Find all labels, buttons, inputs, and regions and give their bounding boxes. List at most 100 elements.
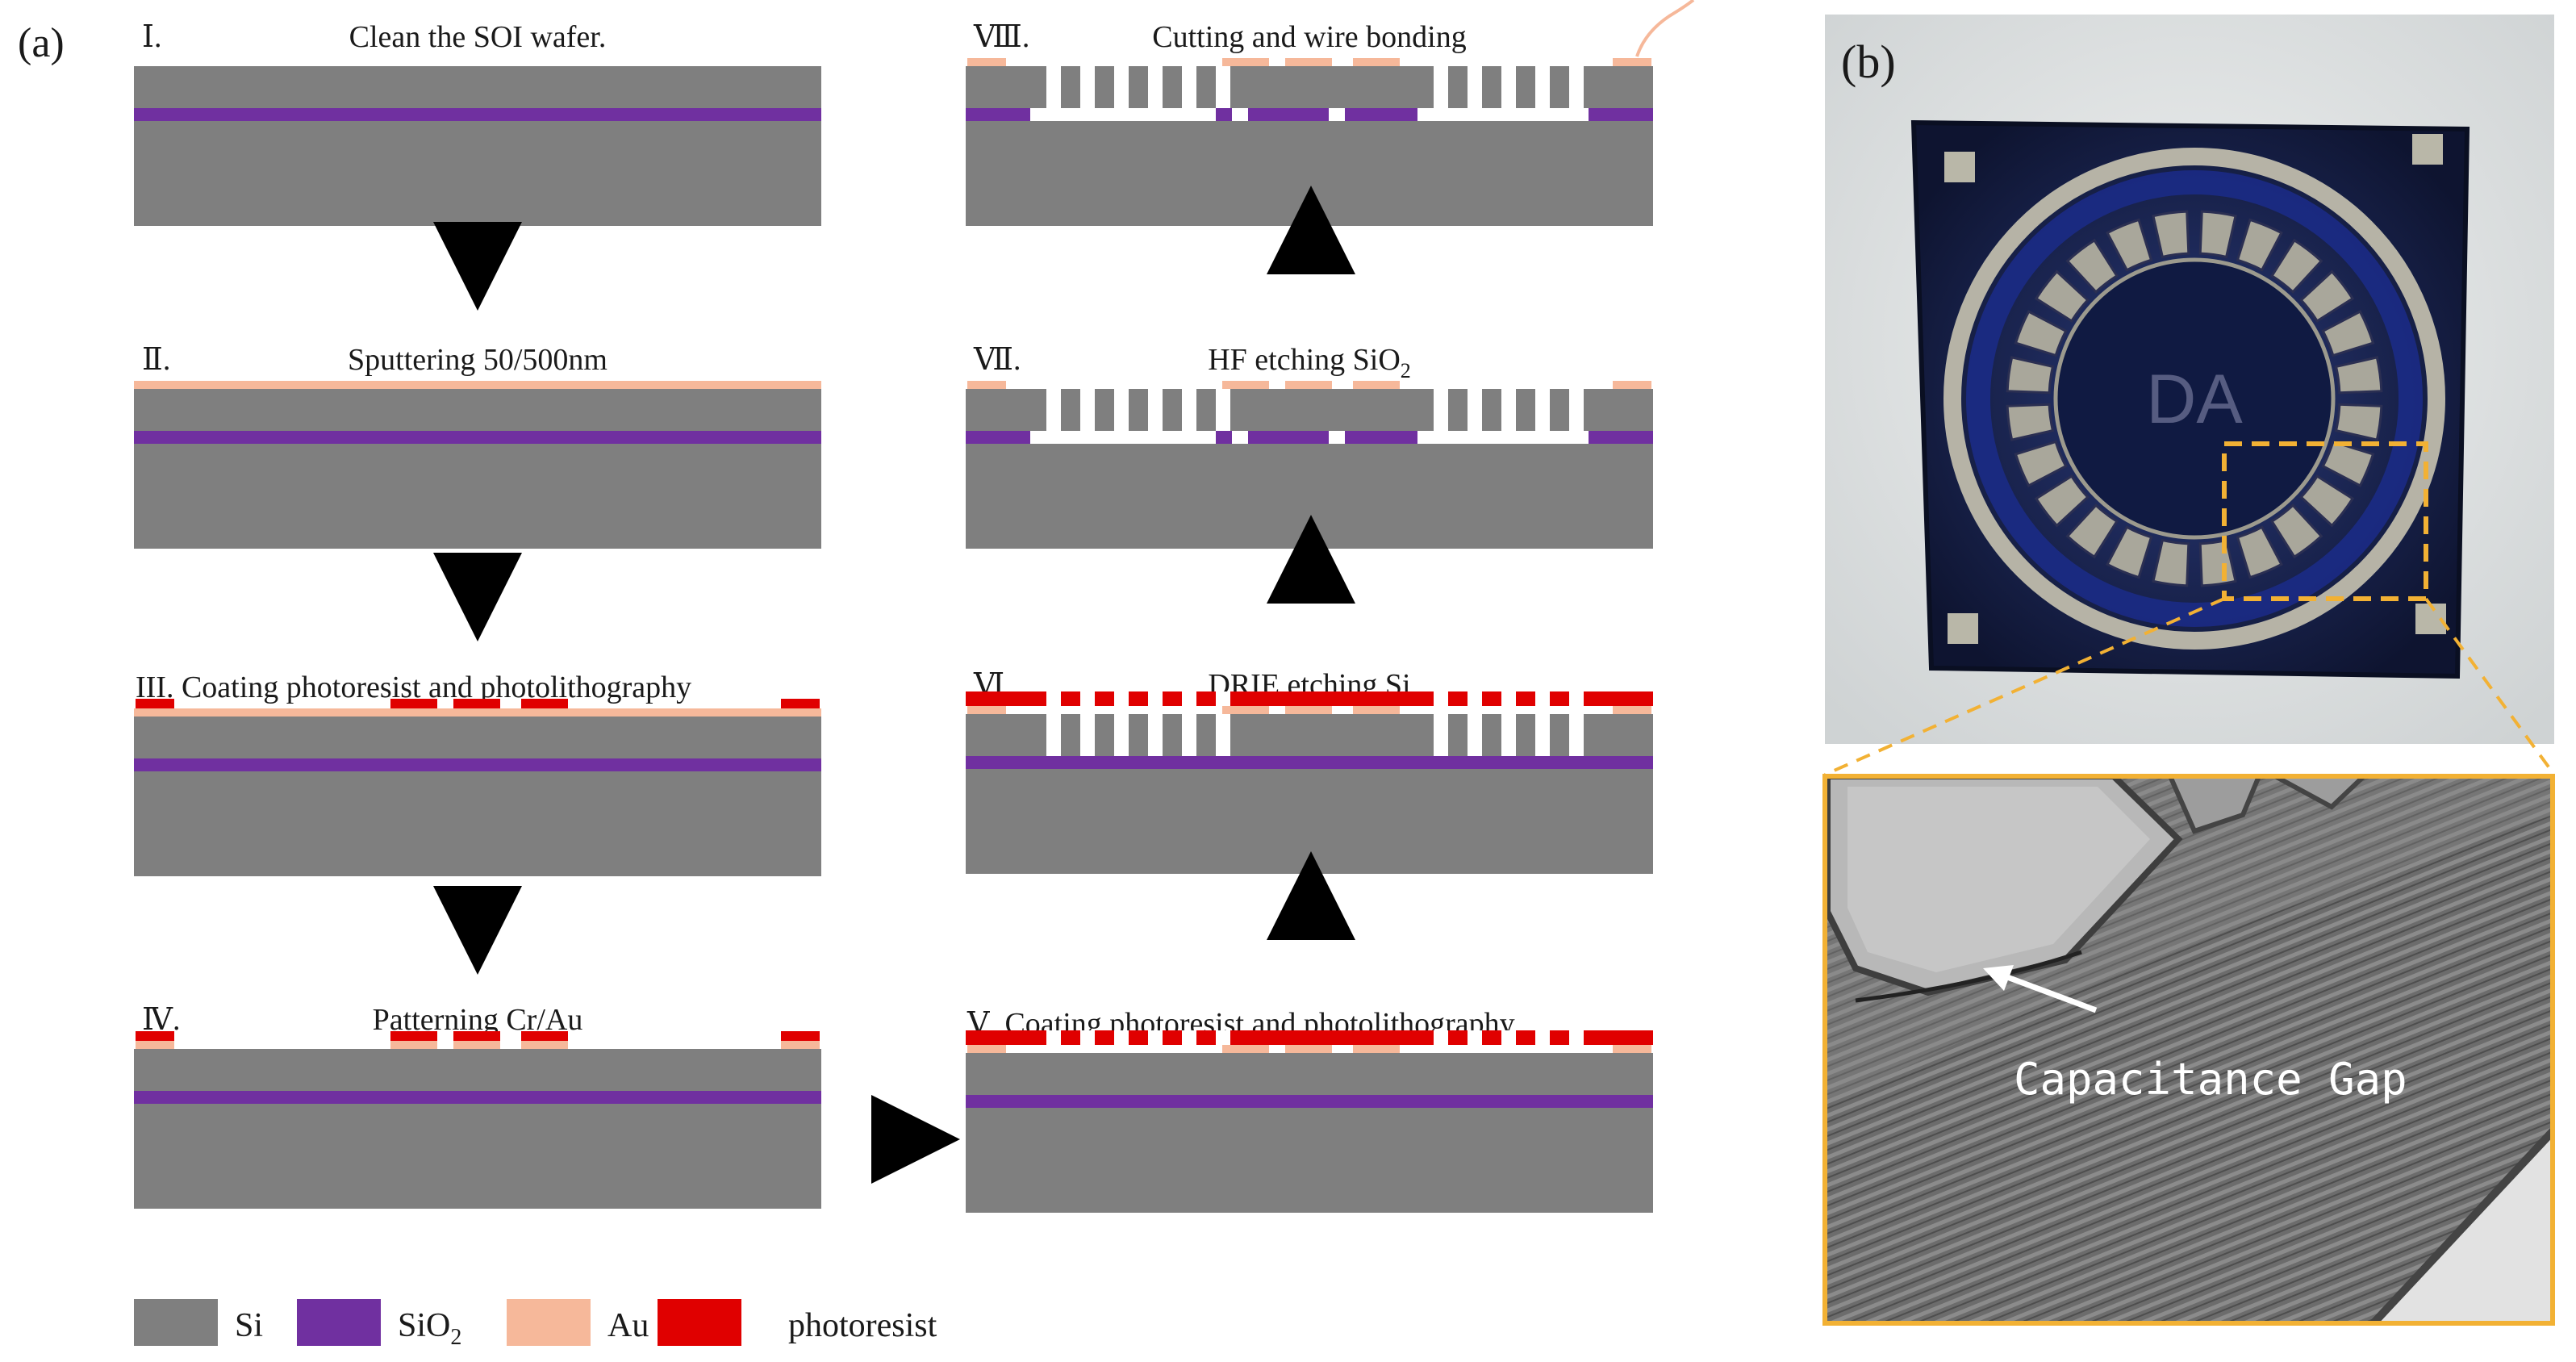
- etched-trench: [1080, 714, 1095, 756]
- au-pad: [1613, 1045, 1651, 1053]
- handle-wafer-si: [966, 121, 1653, 226]
- legend-label-photoresist: photoresist: [788, 1307, 937, 1344]
- process-step-4: Ⅳ.Patterning Cr/Au: [134, 1003, 821, 1209]
- step-title: Clean the SOI wafer.: [349, 20, 607, 54]
- electrode-segment: [2321, 440, 2375, 487]
- legend-label-sio2: SiO2: [398, 1307, 461, 1350]
- resist-opening: [1114, 1030, 1129, 1045]
- handle-wafer-si: [966, 769, 1653, 874]
- photoresist-pad: [781, 1031, 820, 1041]
- au-pad: [1222, 58, 1269, 66]
- released-gap: [1329, 108, 1345, 121]
- zoom-callout-lines: [1824, 597, 2556, 776]
- photoresist-pad: [136, 1031, 174, 1041]
- etched-trench: [1569, 714, 1584, 756]
- gap-pointer-arrow: [1993, 969, 2098, 1013]
- handle-wafer-si: [134, 121, 821, 226]
- electrode-segment: [2152, 538, 2190, 587]
- handle-wafer-si: [134, 771, 821, 876]
- electrode-segment: [2198, 210, 2237, 259]
- resist-opening: [1535, 1030, 1550, 1045]
- step-title: Sputtering 50/500nm: [348, 343, 607, 377]
- resist-opening: [1114, 691, 1129, 706]
- au-film: [134, 381, 821, 389]
- resist-opening: [1080, 1030, 1095, 1045]
- step-title-subscript: 2: [1401, 359, 1411, 382]
- step-numeral: Ⅶ.: [973, 343, 1021, 377]
- electrode-segment: [2321, 310, 2375, 357]
- electrode-segment: [2299, 269, 2355, 323]
- photoresist-pad: [390, 1031, 437, 1041]
- au-pad: [967, 706, 1006, 714]
- step-numeral: Ⅰ.: [142, 20, 162, 54]
- au-pad: [1353, 706, 1400, 714]
- au-pad: [781, 1041, 820, 1049]
- resist-opening: [1468, 691, 1482, 706]
- resist-opening: [1080, 691, 1095, 706]
- etched-trench: [1148, 66, 1163, 108]
- etched-trench: [1468, 389, 1482, 431]
- electrode-ring: [2006, 210, 2383, 587]
- au-pad: [1353, 58, 1400, 66]
- au-pad: [1285, 1045, 1332, 1053]
- legend-label-au: Au: [607, 1307, 649, 1344]
- etched-trench: [1182, 66, 1196, 108]
- au-pad: [1285, 58, 1332, 66]
- buried-oxide-sio2: [134, 108, 821, 121]
- buried-oxide-sio2: [966, 756, 1653, 769]
- electrode-segment: [2065, 503, 2119, 559]
- panel-b-label: (b): [1841, 36, 1896, 88]
- released-gap: [1030, 108, 1216, 121]
- process-step-3: III. Coating photoresist and photolithog…: [134, 671, 821, 876]
- process-step-7: Ⅶ.HF etching SiO2: [966, 343, 1653, 549]
- etched-trench: [1535, 389, 1550, 431]
- resist-opening: [1182, 1030, 1196, 1045]
- photoresist-layer: [966, 1030, 1653, 1045]
- corner-pad: [1944, 152, 1975, 182]
- resist-opening: [1182, 691, 1196, 706]
- etched-trench: [1535, 714, 1550, 756]
- etched-trench: [1569, 389, 1584, 431]
- sem-frame: [1822, 774, 2555, 1326]
- photoresist-pad: [521, 699, 568, 708]
- electrode-segment: [2299, 474, 2355, 528]
- au-pad: [967, 1045, 1006, 1053]
- electrode-segment: [2334, 356, 2383, 395]
- released-gap: [1232, 431, 1248, 444]
- electrode-segment: [2014, 440, 2068, 487]
- electrode-segment: [2065, 238, 2119, 294]
- resist-opening: [1148, 691, 1163, 706]
- etched-trench: [1182, 389, 1196, 431]
- etched-trench: [1182, 714, 1196, 756]
- device-layer-si: [134, 389, 821, 431]
- sem-image: Capacitance Gap: [1822, 774, 2555, 1326]
- process-step-2: Ⅱ. Sputtering 50/500nm: [134, 343, 821, 549]
- photoresist-pad: [453, 699, 500, 708]
- etched-trench: [1501, 714, 1516, 756]
- photoresist-pad: [136, 699, 174, 708]
- device-layer-si: [134, 66, 821, 108]
- au-pad: [521, 1041, 568, 1049]
- au-pad: [1613, 706, 1651, 714]
- electrode-segment: [2236, 218, 2283, 272]
- process-steps: Ⅰ. Clean the SOI wafer. Ⅱ. Sputtering 50/50…: [134, 0, 1695, 1213]
- step-numeral: Ⅱ.: [142, 343, 170, 377]
- au-pad: [1285, 706, 1332, 714]
- panel-a-label: (a): [18, 20, 65, 66]
- au-pad: [1353, 381, 1400, 389]
- device-layer-si: [134, 1049, 821, 1091]
- released-gap: [1329, 431, 1345, 444]
- handle-wafer-si: [966, 1108, 1653, 1213]
- au-pad: [453, 1041, 500, 1049]
- legend-label-si: Si: [235, 1307, 263, 1344]
- resist-opening: [1216, 1030, 1230, 1045]
- etched-trench: [1148, 389, 1163, 431]
- electrode-segment: [2334, 403, 2383, 441]
- etched-trench: [1468, 66, 1482, 108]
- electrode-segment: [2270, 238, 2323, 294]
- handle-wafer-si: [134, 1104, 821, 1209]
- etched-trench: [1046, 389, 1061, 431]
- electrode-segment: [2152, 210, 2190, 259]
- resist-opening: [1148, 1030, 1163, 1045]
